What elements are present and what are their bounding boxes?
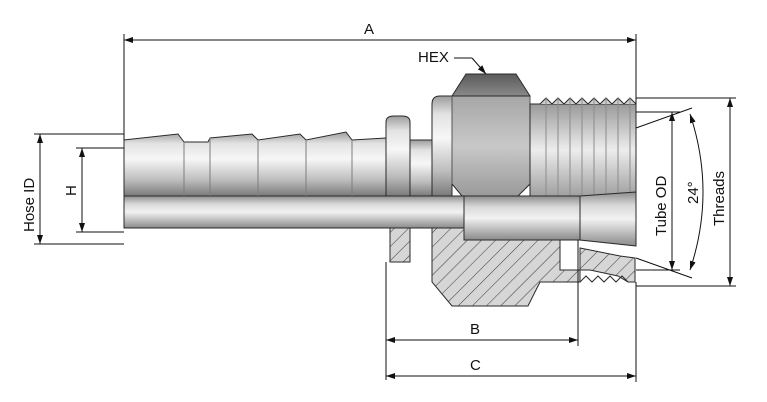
- thread-teeth-lower: [579, 275, 629, 283]
- dimension-hose-id: Hose ID: [21, 133, 124, 245]
- barb-ridges: [183, 138, 353, 196]
- dimension-a: A: [123, 21, 637, 140]
- dimension-c-label: C: [470, 357, 481, 374]
- hex-nut-top-face: [451, 73, 531, 97]
- stem-bore: [123, 195, 465, 229]
- dimension-tube-od: Tube OD: [636, 111, 680, 271]
- inner-sleeve: [463, 195, 581, 241]
- dimension-b-label: B: [470, 321, 480, 338]
- dimension-a-label: A: [364, 21, 374, 38]
- hex-nut-left-chamfer: [431, 95, 453, 197]
- dimension-threads: Threads: [636, 97, 736, 287]
- thread-teeth: [539, 97, 637, 105]
- hex-nut-front-face: [451, 95, 531, 197]
- dimension-angle: 24°: [635, 107, 704, 279]
- barbed-tail: [123, 131, 387, 197]
- hex-label: HEX: [418, 49, 449, 66]
- angle-label: 24°: [685, 181, 702, 204]
- dimension-h: H: [63, 147, 124, 233]
- fitting-body: [123, 73, 637, 307]
- thread-crests: [545, 98, 631, 196]
- collar-ring: [385, 115, 411, 197]
- threads-label: Threads: [711, 171, 728, 226]
- inner-cone-seat: [579, 191, 637, 247]
- hex-callout: HEX: [418, 49, 487, 75]
- collar-groove: [409, 139, 433, 197]
- h-label: H: [63, 185, 80, 196]
- hose-id-label: Hose ID: [21, 178, 38, 232]
- dimension-b: B: [385, 240, 579, 380]
- tube-od-label: Tube OD: [653, 176, 670, 236]
- dimension-c: C: [386, 282, 637, 382]
